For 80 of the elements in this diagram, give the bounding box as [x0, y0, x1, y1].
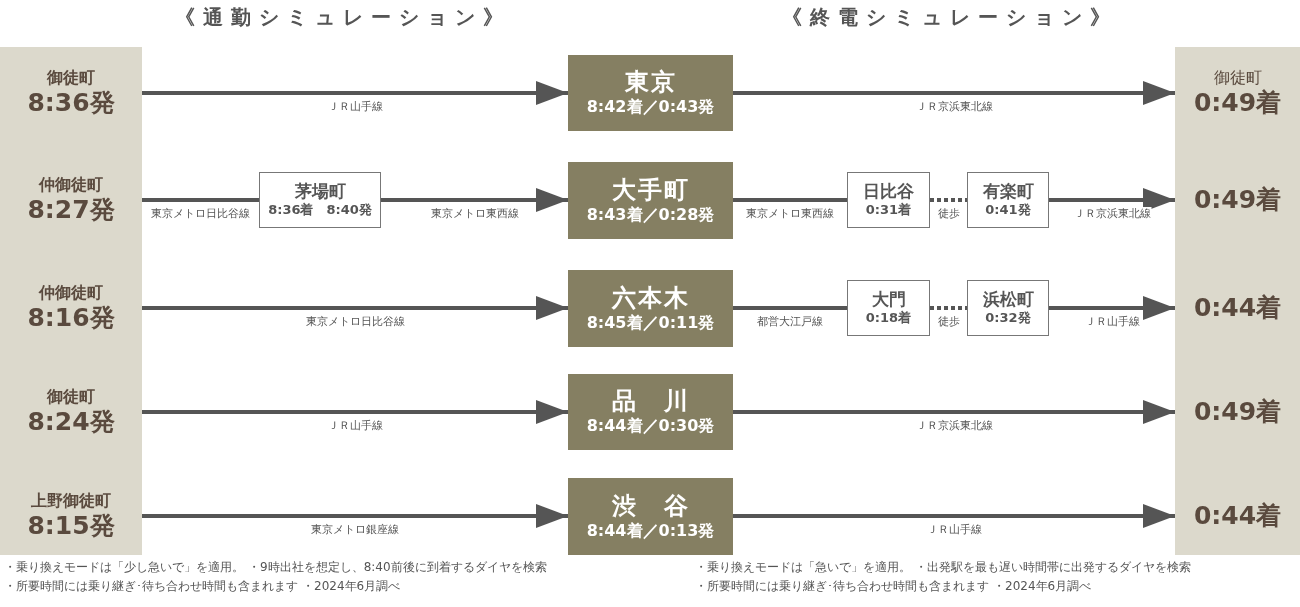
- station-name: 浜松町: [982, 288, 1034, 311]
- footnote: ・9時出社を想定し、8:40前後に到着するダイヤを検索: [248, 560, 547, 574]
- transfer-box: [967, 280, 1049, 336]
- connector-line: [142, 198, 259, 202]
- time-text: 0:18着: [865, 310, 912, 328]
- station-name: 東京: [624, 68, 677, 97]
- time-text: 0:32発: [985, 310, 1031, 328]
- footnote: ・所要時間には乗り継ぎ･待ち合わせ時間も含まれます: [4, 579, 298, 594]
- time-text: 8:42着／0:43発: [586, 97, 715, 118]
- arrow: [142, 296, 568, 320]
- time-text: 8:44着／0:13発: [586, 520, 715, 542]
- time-text: 0:49着: [1193, 397, 1282, 427]
- time-text: 8:24発: [27, 407, 115, 438]
- section-heading: 《終電シミュレーション》: [782, 4, 1118, 31]
- arrow: [142, 81, 568, 105]
- edge-label: 徒歩: [936, 207, 961, 221]
- edge-label: 徒歩: [936, 315, 961, 329]
- edge-label: 東京メトロ東西線: [745, 207, 835, 221]
- station-name: 御徒町: [47, 386, 95, 408]
- time-text: 8:15発: [27, 511, 115, 542]
- station-name: 有楽町: [982, 180, 1034, 203]
- station-name: 日比谷: [863, 180, 914, 202]
- station-box: [568, 162, 733, 239]
- arrow: [1049, 296, 1175, 320]
- end-panel: [1175, 47, 1300, 555]
- station-box: [568, 55, 733, 131]
- time-text: 8:43着／0:28発: [586, 204, 715, 226]
- footnote: ・所要時間には乗り継ぎ･待ち合わせ時間も含まれます: [695, 579, 989, 594]
- time-text: 0:44着: [1193, 501, 1282, 531]
- station-name: 御徒町: [1213, 67, 1262, 89]
- station-box: [568, 478, 733, 555]
- connector-line: [733, 198, 847, 202]
- station-name: 大門: [871, 288, 906, 310]
- station-name: 渋 谷: [611, 491, 690, 521]
- time-text: 8:36発: [27, 88, 115, 119]
- connector-line: [733, 306, 847, 310]
- edge-label: 都営大江戸線: [756, 315, 824, 329]
- footnote: ・2024年6月調べ: [302, 579, 401, 594]
- station-name: 御徒町: [47, 67, 95, 89]
- station-name: 茅場町: [294, 180, 346, 202]
- walking-connector: [930, 198, 967, 202]
- time-text: 8:36着 8:40発: [268, 202, 372, 220]
- station-name: 六本木: [611, 283, 690, 313]
- arrow: [733, 400, 1175, 424]
- station-box: [568, 270, 733, 347]
- station-box: [568, 374, 733, 450]
- station-name: 大手町: [611, 175, 690, 205]
- footnote: ・出発駅を最も遅い時間帯に出発するダイヤを検索: [915, 560, 1191, 574]
- edge-label: 東京メトロ日比谷線: [150, 207, 251, 221]
- transfer-box: [967, 172, 1049, 228]
- time-text: 8:16発: [27, 303, 115, 334]
- station-name: 品 川: [611, 387, 690, 416]
- start-panel: [0, 47, 142, 555]
- arrow: [733, 504, 1175, 528]
- station-name: 仲御徒町: [39, 282, 103, 304]
- arrow: [381, 188, 568, 212]
- footnote: ・乗り換えモードは「急いで」を適用。: [695, 560, 911, 574]
- time-text: 0:31着: [865, 202, 912, 220]
- transfer-box: [847, 280, 930, 336]
- station-name: 上野御徒町: [31, 490, 111, 512]
- footnote: ・2024年6月調べ: [993, 579, 1092, 594]
- time-text: 8:45着／0:11発: [586, 312, 715, 334]
- arrow: [142, 504, 568, 528]
- transfer-box: [259, 172, 381, 228]
- time-text: 0:44着: [1193, 293, 1282, 323]
- time-text: 8:27発: [27, 195, 115, 226]
- arrow: [733, 81, 1175, 105]
- time-text: 8:44着／0:30発: [586, 416, 715, 437]
- edge-label: 東京メトロ東西線: [429, 207, 520, 221]
- transfer-box: [847, 172, 930, 228]
- time-text: 0:41発: [985, 202, 1031, 220]
- time-text: 0:49着: [1193, 88, 1282, 119]
- walking-connector: [930, 306, 967, 310]
- edge-label: 東京メトロ銀座線: [310, 523, 400, 537]
- footnote: ・乗り換えモードは「少し急いで」を適用。: [4, 560, 244, 574]
- time-text: 0:49着: [1193, 185, 1282, 215]
- edge-label: 東京メトロ日比谷線: [304, 315, 406, 329]
- station-name: 仲御徒町: [39, 174, 103, 196]
- section-heading: 《通勤シミュレーション》: [175, 4, 511, 31]
- arrow: [142, 400, 568, 424]
